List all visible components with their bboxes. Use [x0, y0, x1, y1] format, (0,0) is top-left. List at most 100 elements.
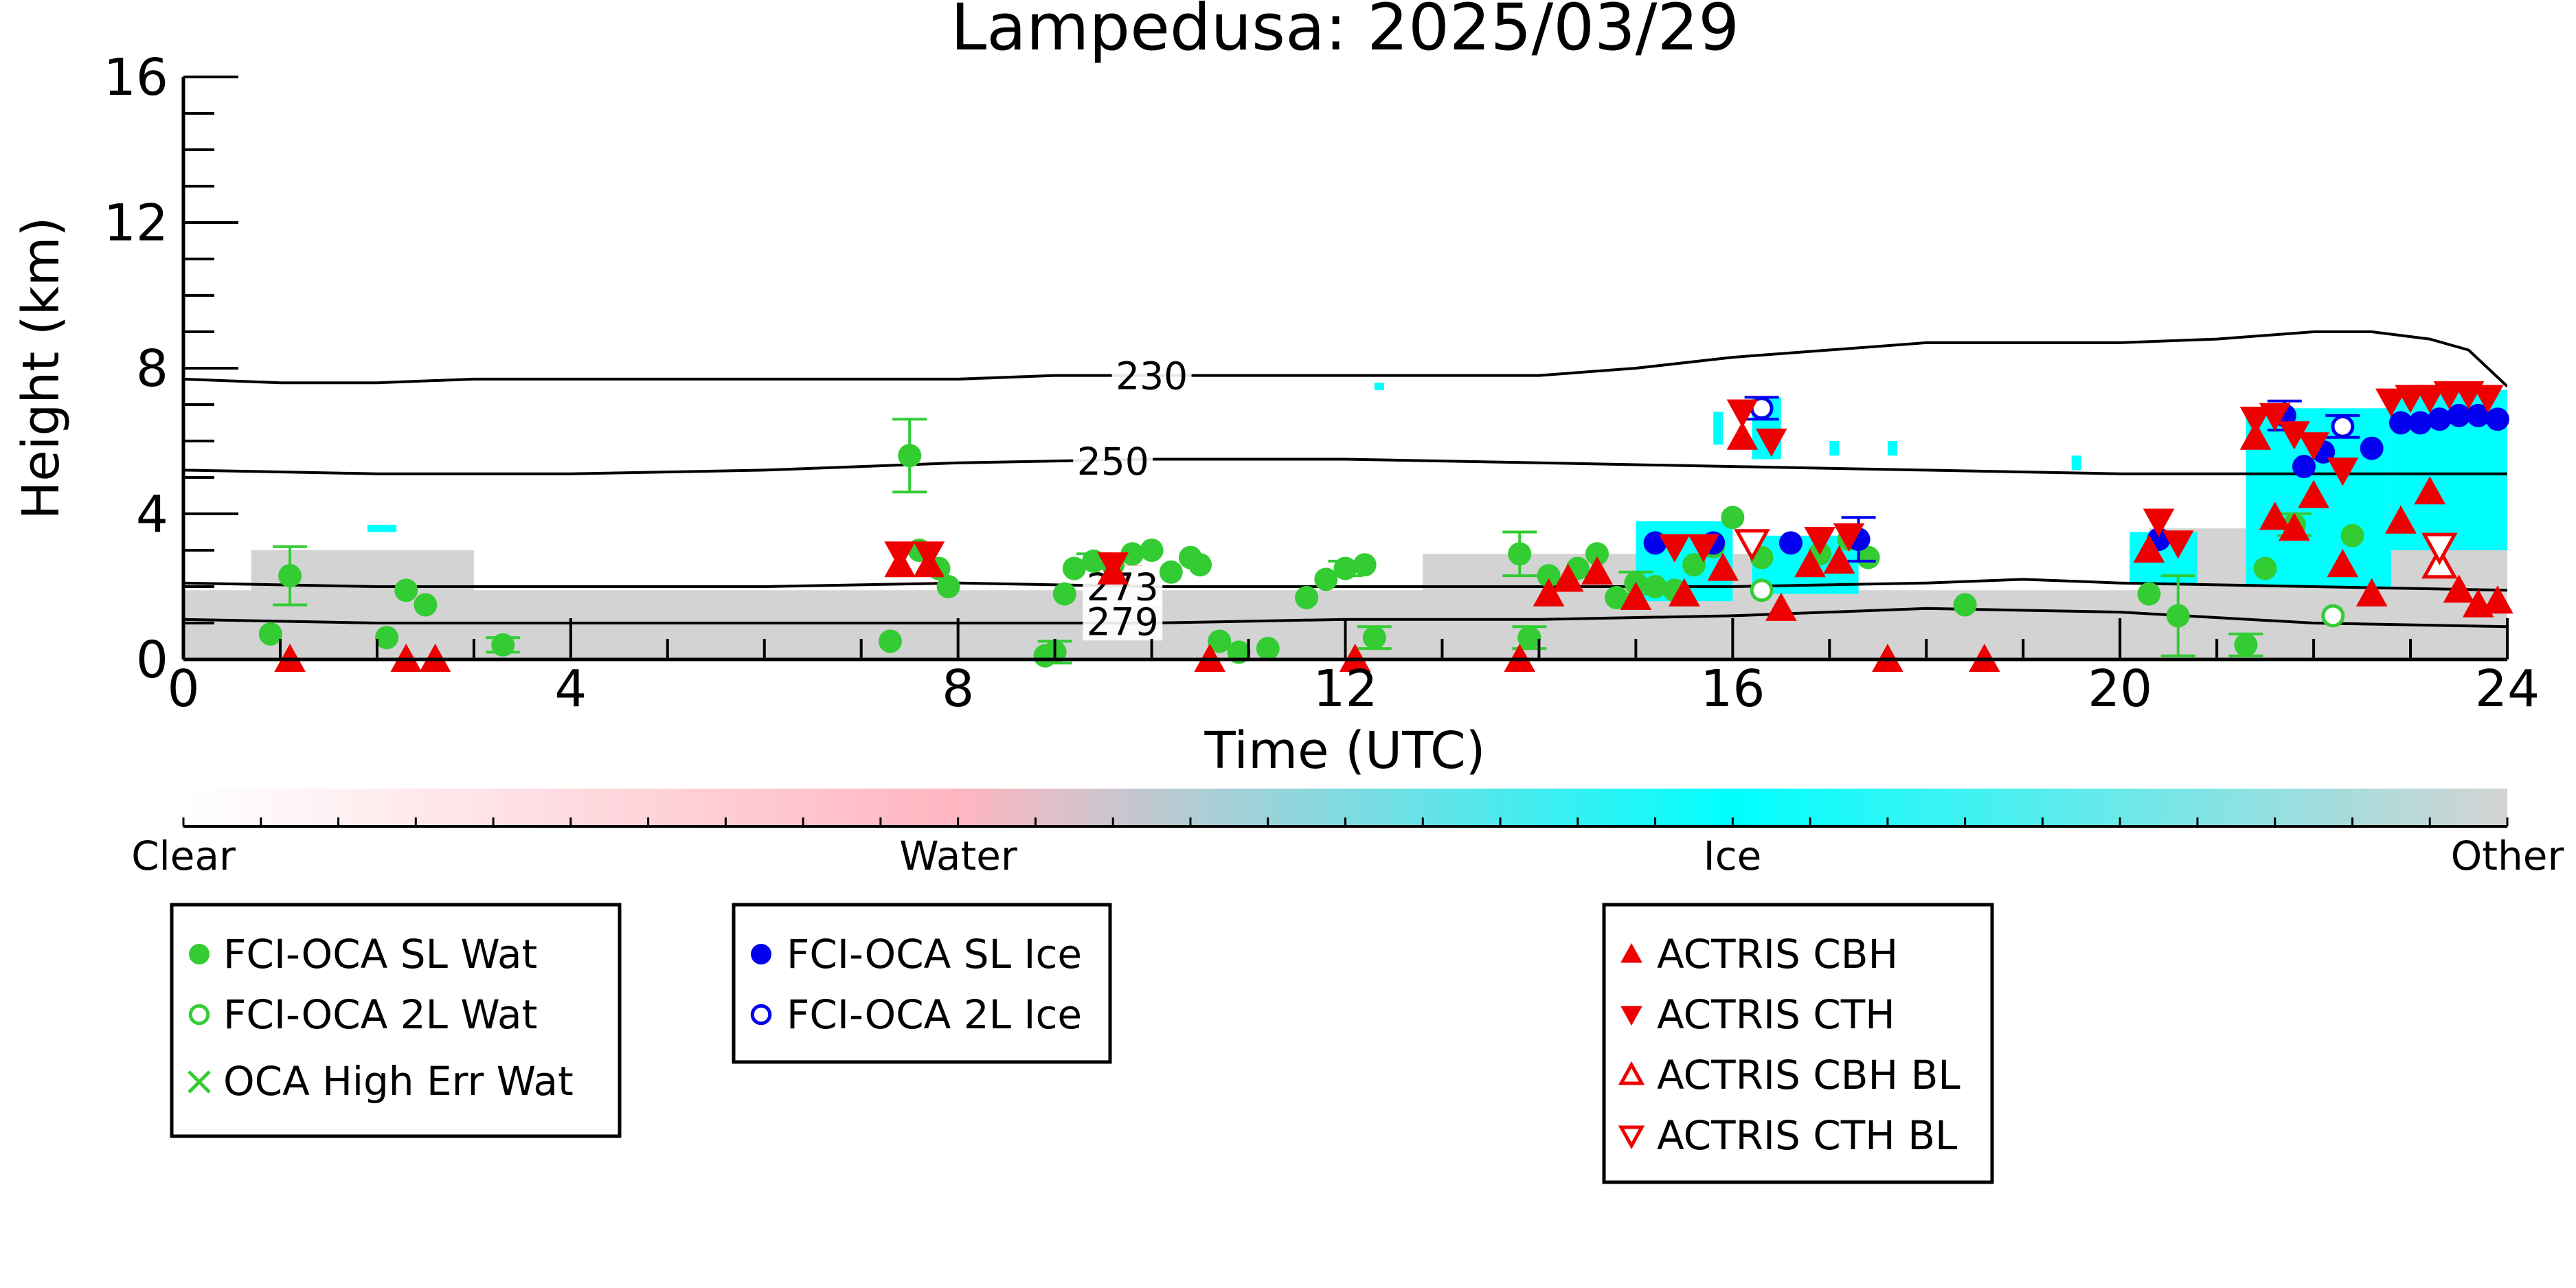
- legend-marker-actris-cbh: [1620, 942, 1642, 963]
- fci-oca-sl-wat-point-24: [1256, 637, 1280, 661]
- fci-oca-sl-wat-point-39: [1682, 553, 1706, 577]
- fci-oca-sl-wat-point-2: [375, 626, 399, 650]
- legend-water-box: [170, 903, 622, 1138]
- legend-label-actris-cth: ACTRIS CTH: [1657, 991, 1895, 1038]
- cloud-region-ice-14: [1713, 411, 1724, 445]
- contour-label-279: 279: [1087, 600, 1159, 644]
- actris-cbh-point-26: [2327, 549, 2359, 578]
- fci-oca-sl-wat-point-48: [2137, 582, 2161, 606]
- colorbar-label-clear: Clear: [131, 833, 236, 879]
- fci-oca-sl-wat-point-7: [898, 444, 922, 468]
- fci-oca-sl-wat-point-25: [1295, 585, 1319, 609]
- actris-cbh-point-28: [2385, 505, 2417, 534]
- actris-cbh-point-29: [2414, 476, 2446, 505]
- contour-label-250: 250: [1077, 440, 1149, 484]
- actris-cth-point-5: [1726, 399, 1759, 428]
- actris-cbh-point-14: [1707, 552, 1739, 581]
- y-tick-label-8: 8: [136, 339, 168, 398]
- legend-label-sl-wat: FCI-OCA SL Wat: [223, 931, 537, 978]
- actris-cth-point-3: [1658, 534, 1691, 563]
- legend-marker-actris-cbh-bl: [1618, 1061, 1645, 1085]
- fci-oca-sl-wat-point-6: [878, 629, 902, 653]
- y-tick-label-4: 4: [136, 485, 168, 544]
- fci-oca-sl-wat-point-18: [1140, 539, 1164, 562]
- fci-oca-sl-wat-point-10: [936, 575, 960, 598]
- actris-cbh-point-11: [1581, 556, 1613, 585]
- fci-oca-sl-wat-point-5: [491, 633, 515, 657]
- fci-oca-sl-wat-point-32: [1537, 564, 1561, 588]
- actris-cbh-point-21: [2133, 534, 2165, 563]
- actris-cth-point-10: [2162, 530, 2194, 559]
- actris-cth-bl-point-1: [2421, 532, 2458, 565]
- actris-cbh-point-30: [2443, 574, 2475, 603]
- fci-oca-sl-ice-point-9: [2388, 411, 2413, 435]
- y-tick-label-16: 16: [104, 48, 168, 107]
- fci-oca-2l-ice-point-1: [2331, 414, 2355, 438]
- actris-cth-point-0: [884, 541, 916, 570]
- legend-glyph-fci-oca-2l-ice: [750, 1004, 772, 1026]
- legend-label-actris-cbh-bl: ACTRIS CBH BL: [1657, 1052, 1961, 1098]
- actris-cth-point-21: [2472, 385, 2504, 414]
- fci-oca-sl-ice-point-8: [2360, 436, 2384, 460]
- fci-oca-sl-ice-point-6: [2292, 455, 2316, 479]
- actris-cth-point-19: [2433, 381, 2465, 410]
- fci-oca-sl-wat-point-13: [1052, 582, 1076, 606]
- fci-oca-sl-wat-point-0: [258, 622, 282, 646]
- legend-marker-2l-wat: [188, 1004, 210, 1026]
- fci-oca-sl-wat-point-21: [1188, 553, 1212, 577]
- x-tick-label-4: 4: [554, 659, 587, 719]
- x-tick-label-0: 0: [167, 659, 199, 719]
- actris-cbh-point-23: [2259, 501, 2291, 530]
- fci-oca-sl-wat-point-29: [1362, 626, 1386, 650]
- fci-oca-sl-wat-point-27: [1333, 556, 1357, 580]
- colorbar-label-water: Water: [899, 833, 1017, 879]
- legend-ice: FCI-OCA SL Ice FCI-OCA 2L Ice: [732, 903, 1112, 1064]
- fci-oca-sl-wat-point-28: [1353, 553, 1377, 577]
- fci-oca-sl-wat-point-53: [2340, 523, 2364, 547]
- fci-oca-sl-wat-point-30: [1508, 542, 1532, 566]
- fci-oca-sl-wat-point-31: [1517, 626, 1541, 650]
- fci-oca-sl-wat-point-46: [1856, 545, 1880, 569]
- actris-cth-point-7: [1804, 527, 1836, 556]
- actris-cth-point-17: [2395, 385, 2426, 414]
- fci-oca-sl-ice-point-10: [2408, 411, 2432, 435]
- legend-marker-actris-cth-bl: [1618, 1125, 1645, 1150]
- legend-label-actris-cth-bl: ACTRIS CTH BL: [1657, 1112, 1957, 1159]
- fci-oca-sl-ice-point-2: [1778, 531, 1803, 555]
- fci-oca-sl-wat-point-50: [2234, 633, 2258, 657]
- actris-cth-point-15: [2327, 457, 2359, 486]
- actris-cbh-point-12: [1620, 581, 1652, 610]
- cloud-region-ice-12: [367, 524, 397, 532]
- actris-cth-point-16: [2375, 388, 2407, 417]
- actris-cth-point-12: [2259, 403, 2291, 431]
- actris-cth-point-1: [913, 541, 945, 570]
- contour-label-bg-279: [1083, 600, 1163, 641]
- legend-label-high-err-wat: OCA High Err Wat: [223, 1058, 574, 1105]
- legend-marker-actris-cth: [1620, 1006, 1642, 1026]
- legend-glyph-actris-cth-bl: [1618, 1125, 1645, 1150]
- actris-cbh-point-25: [2298, 479, 2329, 508]
- actris-cth-point-11: [2239, 407, 2272, 436]
- actris-cbh-point-22: [2239, 421, 2272, 450]
- fci-oca-2l-wat-point-1: [2321, 604, 2345, 628]
- actris-cbh-point-32: [2482, 585, 2513, 614]
- legend-glyph-actris-cth: [1620, 1006, 1642, 1026]
- fci-oca-sl-wat-point-47: [1953, 593, 1977, 617]
- fci-oca-sl-wat-point-3: [394, 578, 418, 602]
- y-tick-label-12: 12: [104, 194, 168, 253]
- actris-cbh-point-15: [1726, 421, 1759, 450]
- fci-oca-sl-wat-point-1: [278, 564, 302, 588]
- chart-title: Lampedusa: 2025/03/29: [951, 0, 1739, 65]
- actris-cbh-point-9: [1533, 578, 1565, 607]
- legend-glyph-actris-cbh: [1620, 942, 1642, 963]
- legend-marker-sl-ice: [751, 944, 771, 964]
- x-tick-label-12: 12: [1313, 659, 1377, 719]
- fci-oca-2l-wat-point-0: [1750, 578, 1774, 602]
- cloud-region-ice-17: [2071, 455, 2081, 471]
- x-axis-label: Time (UTC): [1204, 721, 1485, 780]
- actris-cth-point-6: [1755, 428, 1787, 457]
- legend-water: FCI-OCA SL Wat FCI-OCA 2L Wat OCA High E…: [170, 903, 622, 1138]
- fci-oca-sl-wat-point-14: [1062, 556, 1086, 580]
- legend-label-sl-ice: FCI-OCA SL Ice: [787, 931, 1082, 978]
- actris-cbh-point-27: [2355, 578, 2388, 607]
